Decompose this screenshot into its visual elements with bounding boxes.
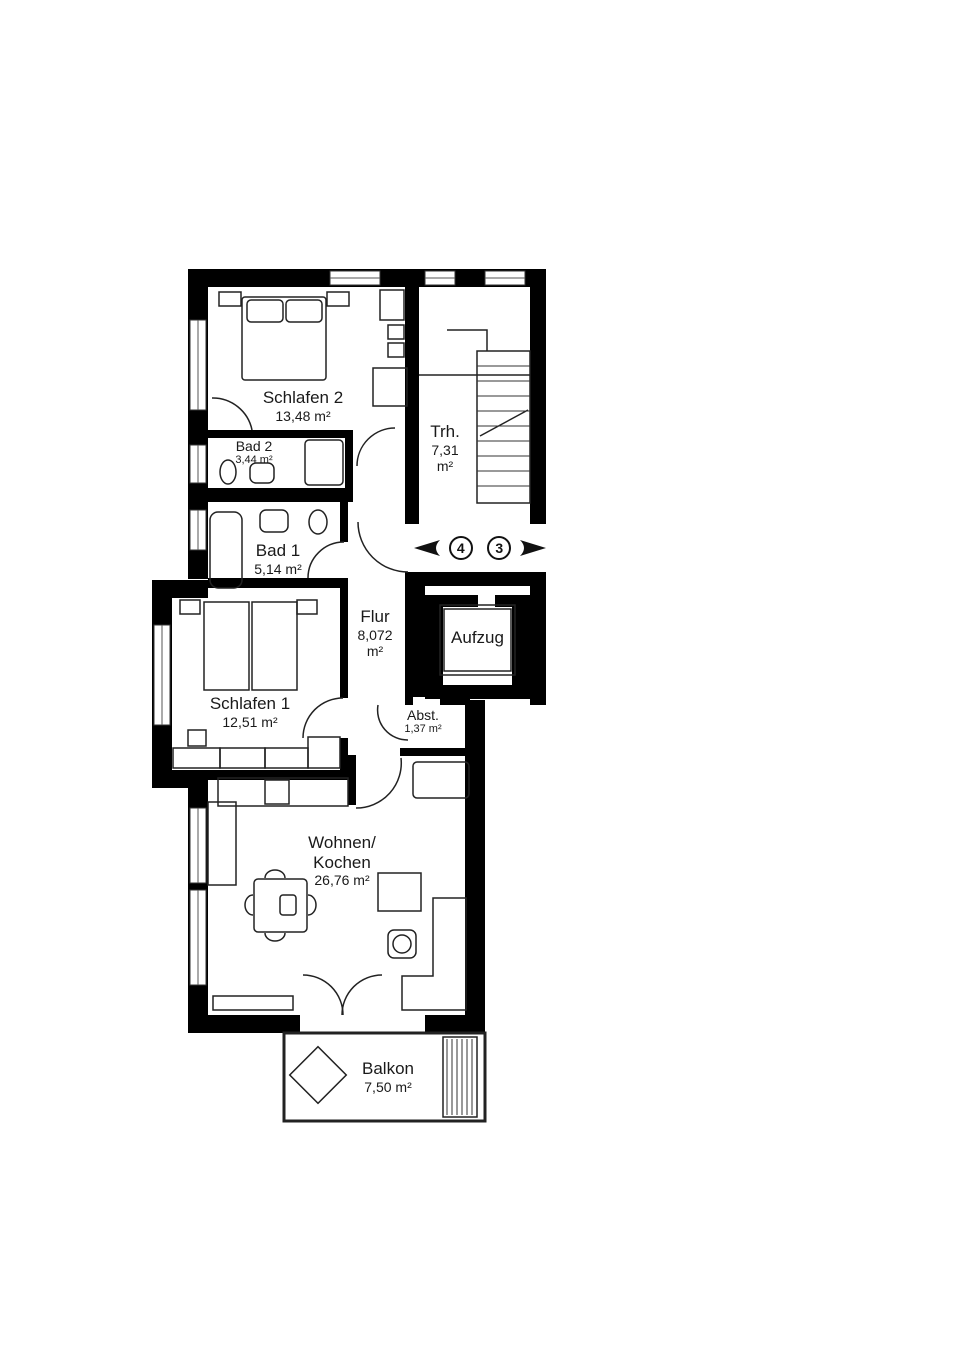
room-area: 5,14 m²: [254, 560, 302, 577]
door-swing: [302, 974, 344, 1016]
staircase: [476, 350, 531, 504]
unit-number-3: 3: [487, 536, 512, 560]
room-label-balkon: Balkon 7,50 m²: [352, 1059, 424, 1095]
balkon-outline: [282, 1031, 487, 1123]
sideboard: [212, 995, 294, 1011]
room-label-wohnen: Wohnen/ Kochen 26,76 m²: [296, 833, 388, 888]
room-area-unit: m²: [366, 642, 384, 659]
door-swing: [307, 541, 345, 579]
room-name: Flur: [360, 607, 390, 626]
room-area: 13,48 m²: [275, 407, 331, 424]
dining-table: [253, 878, 308, 933]
desk: [412, 761, 470, 799]
wall-right-top: [530, 269, 546, 524]
room-name: Balkon: [362, 1059, 414, 1078]
room-area: 7,50 m²: [364, 1078, 412, 1095]
room-label-schlafen1: Schlafen 1 12,51 m²: [198, 694, 302, 730]
room-area: 12,51 m²: [222, 713, 278, 730]
room-area: 26,76 m²: [314, 872, 370, 889]
room-name: Bad 1: [255, 541, 301, 560]
door-swing: [211, 397, 253, 431]
shower: [304, 439, 344, 486]
room-name: Aufzug: [451, 628, 504, 647]
room-name-line2: Kochen: [313, 852, 371, 872]
door-swing: [341, 974, 383, 1016]
toilet: [308, 509, 328, 535]
arrow-right-icon: [519, 540, 546, 556]
door-swing: [355, 757, 403, 809]
room-name: Schlafen 1: [209, 694, 291, 713]
room-area: 8,072: [357, 626, 393, 643]
room-label-aufzug: Aufzug: [444, 628, 511, 648]
room-label-bad2: Bad 2 3,44 m²: [222, 438, 286, 467]
room-name: Bad 2: [235, 438, 273, 454]
door-swing: [357, 521, 409, 573]
room-label-abst: Abst. 1,37 m²: [398, 707, 448, 736]
bathtub: [209, 511, 243, 589]
room-area: 1,37 m²: [404, 723, 442, 736]
kitchen-counter: [217, 777, 349, 807]
kitchen-sink-counter: [207, 801, 237, 886]
wall-bottom-left: [188, 1015, 300, 1033]
room-name: Schlafen 2: [262, 388, 344, 407]
door-swing: [376, 704, 409, 741]
wall-right-elev: [530, 572, 546, 705]
sofa: [401, 897, 467, 1011]
stove: [264, 779, 290, 805]
bed: [251, 601, 298, 691]
room-area: 3,44 m²: [235, 454, 273, 467]
elevator-car: [439, 604, 516, 676]
room-name: Wohnen/: [308, 833, 376, 852]
room-label-trh: Trh. 7,31 m²: [422, 422, 468, 474]
bed: [203, 601, 250, 691]
armchair: [377, 872, 422, 912]
unit-direction-markers: 4 3: [412, 533, 548, 563]
door-swing: [356, 427, 396, 467]
room-name: Trh.: [430, 422, 460, 441]
room-area: 7,31: [431, 441, 459, 458]
room-label-schlafen2: Schlafen 2 13,48 m²: [248, 388, 358, 424]
arrow-left-icon: [414, 540, 440, 556]
double-bed: [241, 296, 327, 381]
wall-right-lower: [465, 700, 485, 1033]
armchair: [372, 367, 408, 407]
unit-number-4: 4: [448, 536, 473, 560]
room-label-bad1: Bad 1 5,14 m²: [242, 541, 314, 577]
armchair: [288, 1045, 348, 1105]
room-area-unit: m²: [436, 457, 454, 474]
room-label-flur: Flur 8,072 m²: [348, 607, 402, 659]
sink: [259, 509, 289, 533]
coffee-table: [387, 929, 417, 959]
sink: [249, 462, 275, 484]
door-swing: [302, 697, 344, 739]
toilet: [219, 459, 237, 485]
room-name: Abst.: [407, 707, 439, 723]
